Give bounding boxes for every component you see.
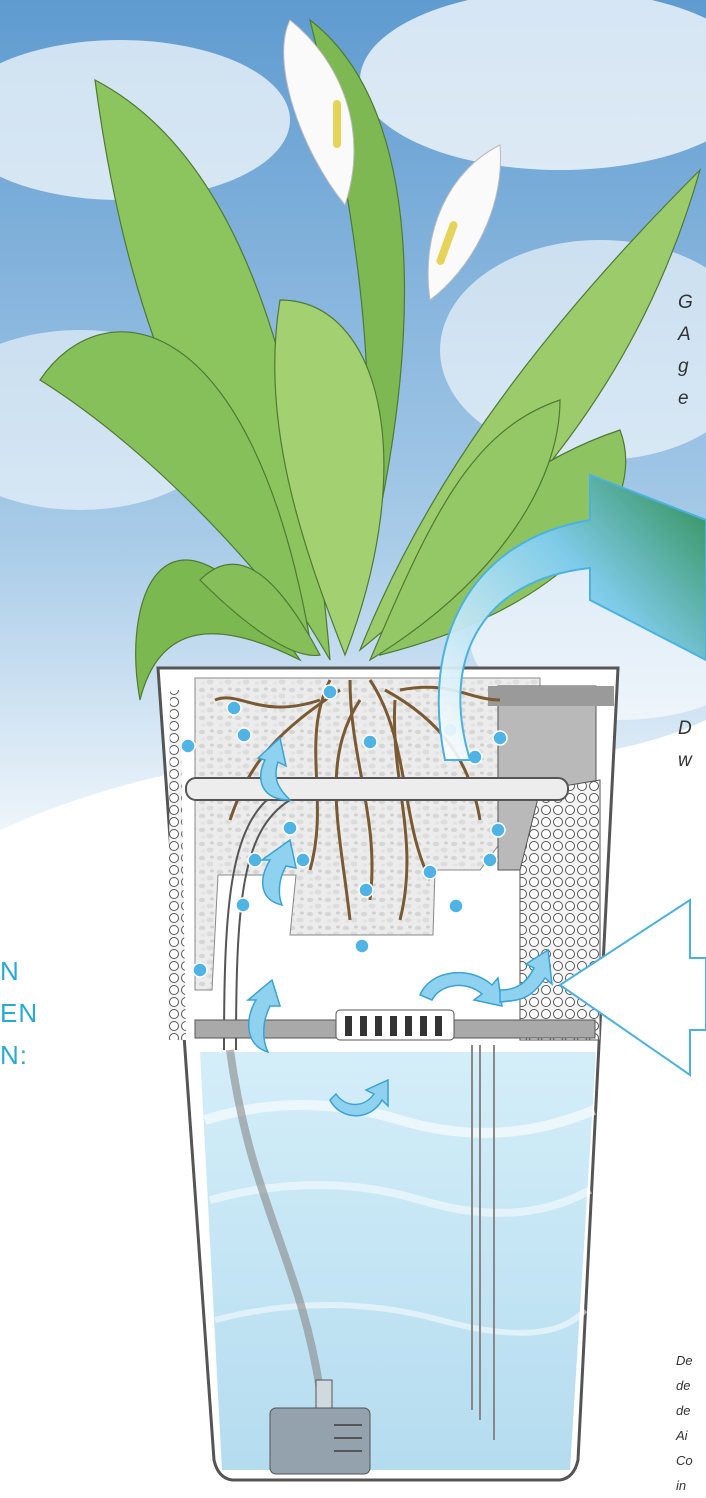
right-paragraph-1: G A g e — [678, 287, 693, 415]
caption-line: de — [676, 1398, 693, 1423]
caption-line: in — [676, 1473, 693, 1498]
right-paragraph-2-line: w — [678, 745, 692, 777]
caption-line: Ai — [676, 1423, 693, 1448]
caption-line: Co — [676, 1448, 693, 1473]
left-heading-line: EN — [0, 992, 38, 1034]
caption-line: de — [676, 1373, 693, 1398]
right-paragraph-2-line: D — [678, 713, 692, 745]
right-paragraph-2: D w — [678, 713, 692, 777]
caption-text: De de de Ai Co in — [676, 1348, 693, 1498]
right-paragraph-1-line: e — [678, 383, 693, 415]
caption-line: De — [676, 1348, 693, 1373]
right-paragraph-1-line: A — [678, 319, 693, 351]
right-paragraph-1-line: g — [678, 351, 693, 383]
left-heading-line: N — [0, 950, 38, 992]
left-heading: N EN N: — [0, 950, 38, 1076]
right-paragraph-1-line: G — [678, 287, 693, 319]
left-heading-line: N: — [0, 1034, 38, 1076]
